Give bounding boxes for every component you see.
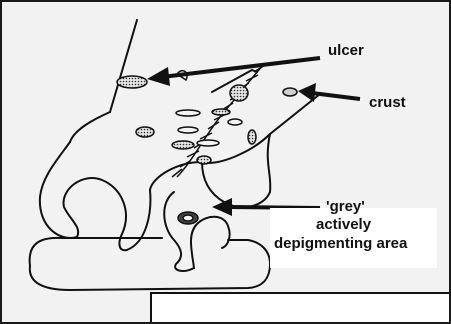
crust-label: crust [369, 94, 406, 112]
depigmenting-area-label: depigmenting area [274, 235, 407, 253]
lesion-patches [117, 71, 297, 224]
ulcer-label: ulcer [328, 42, 364, 60]
ulcer-arrow-head [147, 67, 170, 86]
bottom-white-panel [150, 292, 451, 324]
ulcer-lesion [117, 76, 147, 88]
crust-lesion [283, 88, 297, 96]
suture-line [172, 64, 265, 177]
grey-label: 'grey' [326, 198, 365, 216]
crust-arrow-head [298, 83, 316, 102]
actively-label: actively [316, 216, 371, 234]
